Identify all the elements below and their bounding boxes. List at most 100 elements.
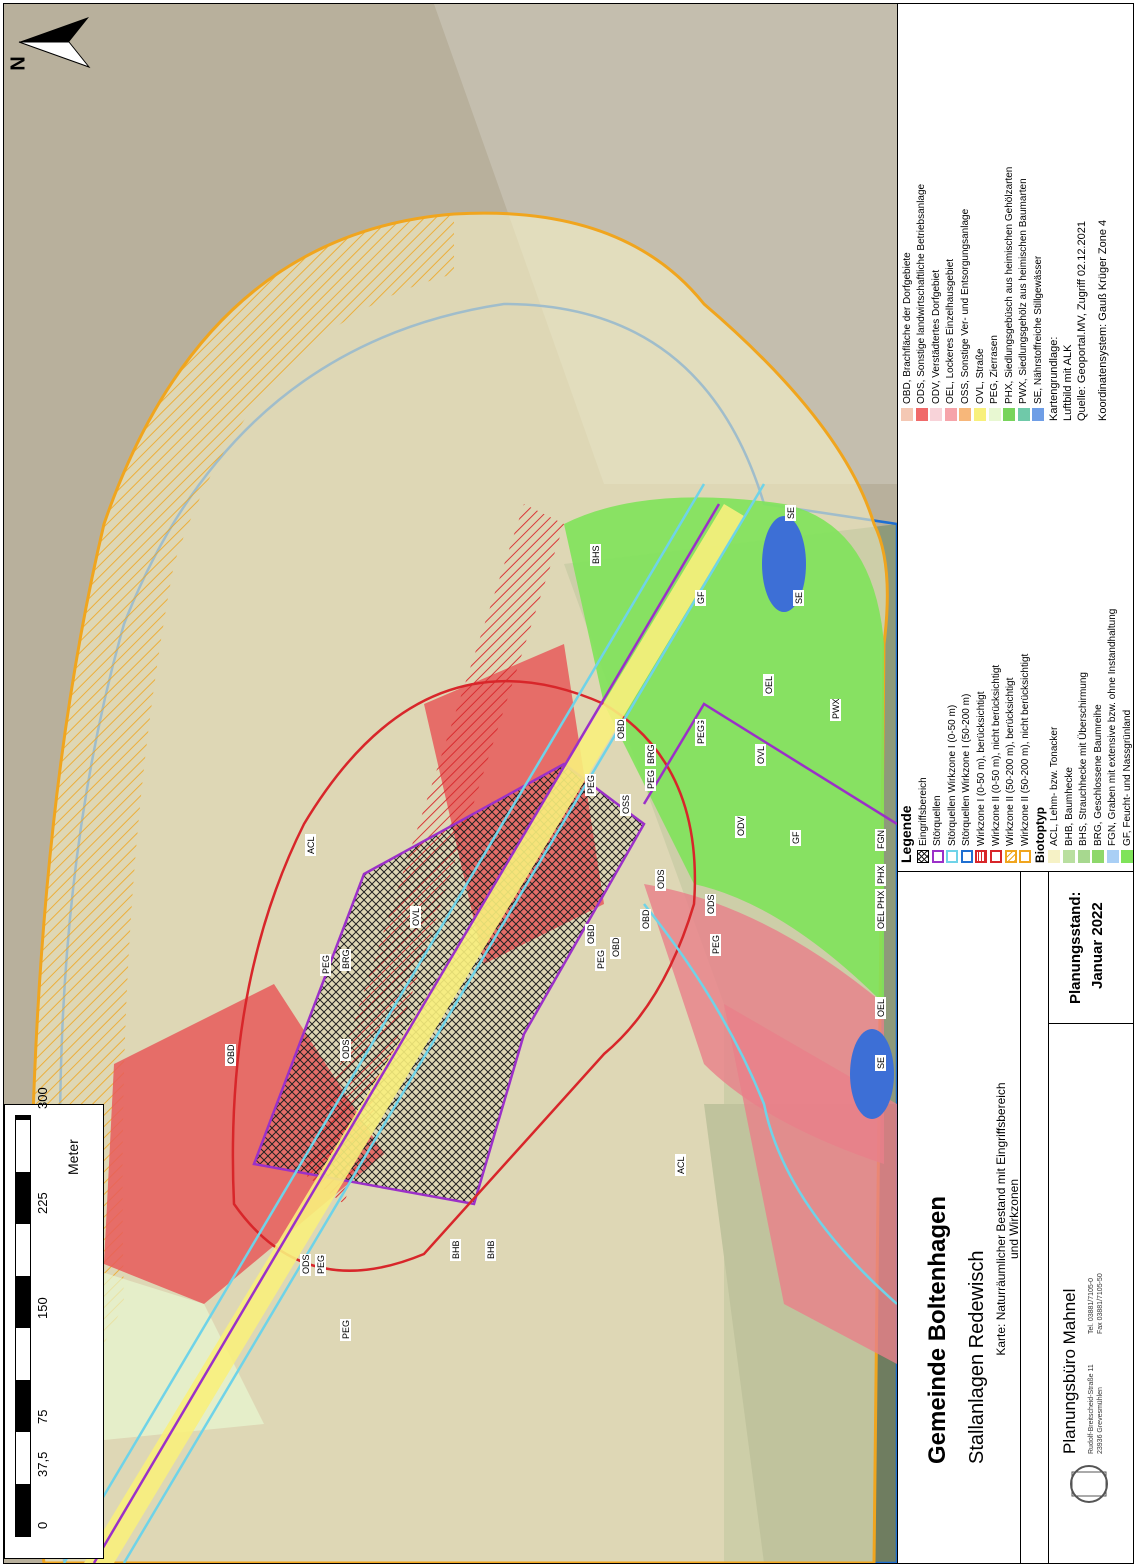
map-label-bg — [340, 1039, 351, 1061]
map-biotop-label: OSS — [621, 795, 631, 814]
legend-symbol-row: Wirkzone II (50-200 m), nicht berücksich… — [1018, 654, 1032, 863]
map-biotop-label: SE — [786, 507, 796, 519]
legend-swatch-icon — [1121, 850, 1134, 863]
stand-value: Januar 2022 — [1089, 902, 1106, 989]
map-biotop-label: PHX — [876, 890, 886, 909]
map-biotop-label: FGN — [876, 830, 886, 849]
map-label-bg — [410, 906, 421, 928]
title-block: Gemeinde Boltenhagen Stallanlagen Redewi… — [898, 871, 1134, 1564]
map-biotop-label: OBD — [611, 937, 621, 957]
kartengrundlage-line: Kartengrundlage: — [1048, 336, 1060, 421]
area-gf — [564, 497, 884, 1004]
legend-biotop-row: SE, Nährstoffreiche Stillgewässer — [1031, 256, 1045, 421]
map-label-bg — [755, 744, 766, 766]
map-biotop-label: PEG — [321, 955, 331, 974]
map-biotop-label: ODS — [301, 1254, 311, 1274]
legend-swatch-icon — [917, 850, 929, 863]
legend-biotop-row: OVL, Straße — [973, 348, 987, 421]
map-label-bg — [695, 590, 706, 606]
legend-biotop-row: ODS, Sonstige landwirtschaftliche Betrie… — [915, 184, 929, 421]
map-label-bg — [340, 1319, 351, 1341]
map-label-bg — [645, 744, 656, 766]
map-biotop-label: PEG — [316, 1255, 326, 1274]
legend-swatch-icon — [931, 850, 944, 863]
legend-title: Legende — [898, 805, 914, 863]
stoerquelle-line — [92, 503, 721, 1563]
legend-symbol-row-label: Eingriffsbereich — [917, 777, 929, 846]
map-biotop-label: BRG — [646, 744, 656, 764]
map-area[interactable]: ACLACLBHSGFSESEOELPWXOVLPEGOBDBRGPEGOSSP… — [4, 4, 897, 1563]
map-label-bg — [315, 1254, 326, 1276]
legend-biotop-row-label: BHB, Baumhecke — [1063, 767, 1075, 846]
map-label-bg — [640, 909, 651, 931]
legend-biotop-row: ACL, Lehm- bzw. Tonacker — [1047, 727, 1061, 863]
koordinaten: Koordinatensystem: Gauß Krüger Zone 4 — [1097, 219, 1109, 421]
legend-swatch-icon — [1077, 850, 1090, 863]
legend-swatch-icon — [959, 408, 972, 421]
map-label-bg — [645, 769, 656, 791]
map-biotop-label: OBD — [586, 924, 596, 944]
legend-symbol-row-label: Störquellen Wirkzone I (50-200 m) — [961, 693, 973, 846]
map-label-bg — [875, 829, 886, 851]
scale-unit: Meter — [65, 1139, 81, 1175]
map-label-bg — [595, 949, 606, 971]
scale-tick-label: 300 — [35, 1087, 50, 1109]
legend-swatch-icon — [901, 408, 913, 421]
map-biotop-label: PHX — [876, 865, 886, 884]
map-biotop-label: ODS — [706, 894, 716, 914]
map-label-bg — [585, 924, 596, 946]
legend-swatch-icon — [1004, 850, 1017, 863]
projekt-title: Stallanlagen Redewisch — [966, 1250, 988, 1464]
map-biotop-label: ODS — [656, 869, 666, 889]
buero-contact-line: Fax 03881/7105-50 — [1097, 1273, 1104, 1334]
map-biotop-label: OEL — [876, 999, 886, 1017]
legend-symbol-row-label: Wirkzone II (50-200 m), nicht berücksich… — [1019, 653, 1031, 846]
map-label-bg — [590, 544, 601, 566]
legend-swatch-icon — [1032, 408, 1045, 421]
pond-se-2 — [850, 1029, 894, 1119]
sheet-frame — [3, 3, 1134, 1564]
legend-symbol-row-label: Wirkzone II (0-50 m), nicht berücksichti… — [990, 664, 1002, 846]
legend-biotop-row-label: ACL, Lehm- bzw. Tonacker — [1048, 726, 1060, 846]
legend-biotop-row: OBD, Brachfläche der Dorfgebiete — [900, 252, 914, 421]
legend-swatch-icon — [1063, 850, 1075, 863]
legend-symbol-row: Störquellen Wirkzone I (0-50 m) — [945, 705, 959, 863]
map-label-bg — [875, 1055, 886, 1071]
legend-biotop-row: GF, Feucht- und Nassgrünland — [1120, 710, 1134, 863]
map-biotop-label: OEL — [764, 676, 774, 694]
map-label-bg — [710, 934, 721, 956]
map-biotop-label: PEG — [341, 1320, 351, 1339]
map-label-bg — [875, 909, 886, 931]
wirkzone-red — [231, 679, 697, 1272]
pond-se-1 — [762, 516, 806, 612]
buero-address-line: 23936 Grevesmühlen — [1097, 1387, 1104, 1454]
wirkzone-cyan-line — [62, 483, 706, 1563]
scale-tick-label: 150 — [35, 1297, 50, 1319]
map-biotop-label: ACL — [676, 1156, 686, 1174]
map-label-bg — [675, 1154, 686, 1176]
legend-biotop-row: OEL, Lockeres Einzelhausgebiet — [944, 259, 958, 421]
legend-biotop-row: OSS, Sonstige Ver- und Entsorgungsanlage — [958, 209, 972, 421]
map-biotop-label: OVL — [411, 908, 421, 926]
legend-biotop-row-label: ODS, Sonstige landwirtschaftliche Betrie… — [916, 183, 928, 404]
legend-biotop-row-label: OBD, Brachfläche der Dorfgebiete — [901, 252, 913, 404]
aerial-map: ACLACLBHSGFSESEOELPWXOVLPEGOBDBRGPEGOSSP… — [4, 4, 897, 1563]
map-biotop-label: ODV — [736, 816, 746, 836]
legend-swatch-icon — [1019, 850, 1032, 863]
map-biotop-label: PEG — [711, 935, 721, 954]
legend-biotop-row-label: OVL, Straße — [974, 348, 986, 404]
map-label-bg — [705, 894, 716, 916]
kartengrundlage-line: Quelle: Geoportal.MV, Zugriff 02.12.2021 — [1076, 221, 1088, 421]
scale-tick-label: 37,5 — [35, 1451, 50, 1477]
map-biotop-label: BRG — [341, 949, 351, 969]
legend-symbol-row: Störquellen Wirkzone I (50-200 m) — [960, 694, 974, 863]
legend-symbol-row-label: Störquellen — [932, 795, 944, 846]
map-biotop-label: BHB — [451, 1240, 461, 1259]
legend-swatch-icon — [990, 850, 1002, 863]
legend-swatch-icon — [1017, 408, 1030, 421]
legend-biotop-row: BHS, Strauchhecke mit Überschirmung — [1077, 672, 1091, 863]
map-label-bg — [695, 724, 706, 746]
legend-swatch-icon — [1092, 850, 1105, 863]
